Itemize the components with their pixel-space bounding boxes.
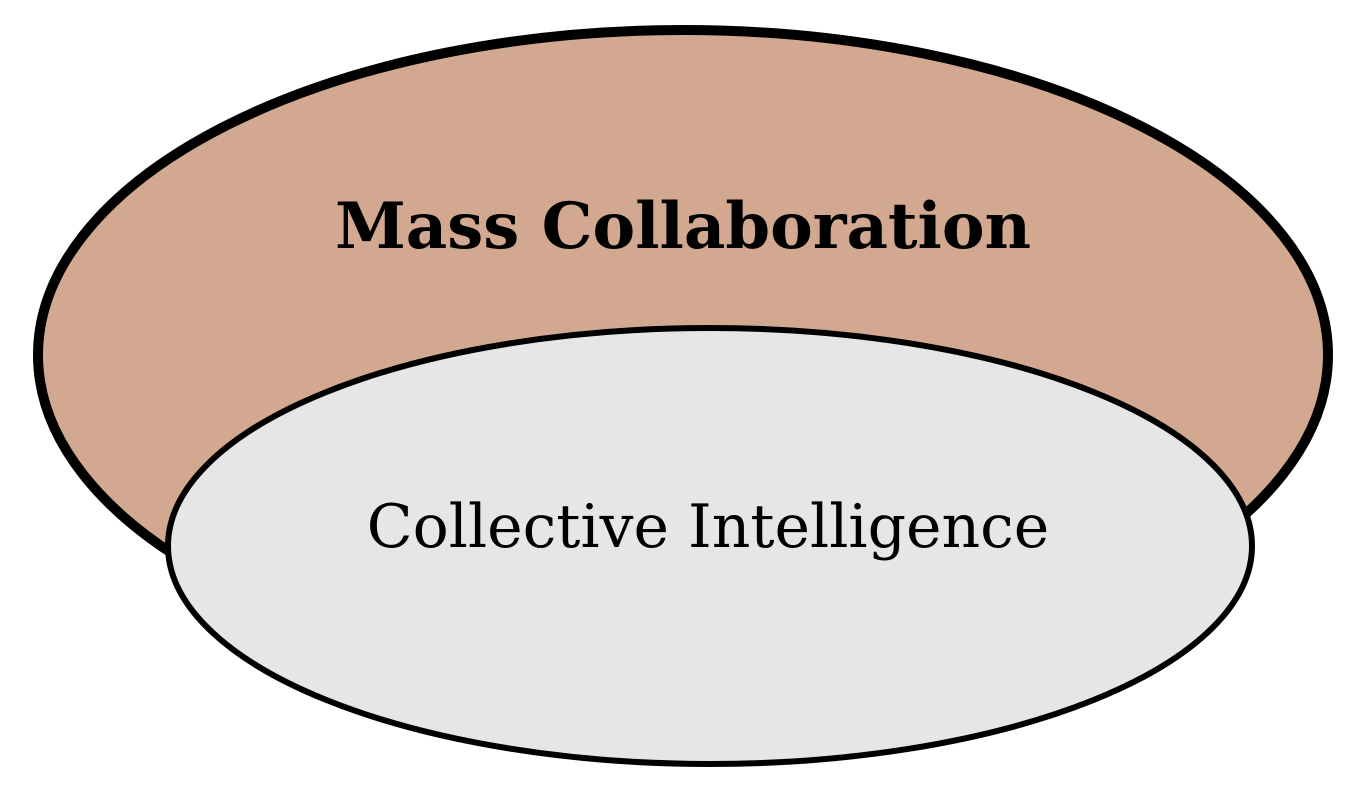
- mass-collaboration-label: Mass Collaboration: [335, 189, 1031, 264]
- collective-intelligence-ellipse: [165, 325, 1255, 767]
- collective-intelligence-label: Collective Intelligence: [367, 492, 1050, 562]
